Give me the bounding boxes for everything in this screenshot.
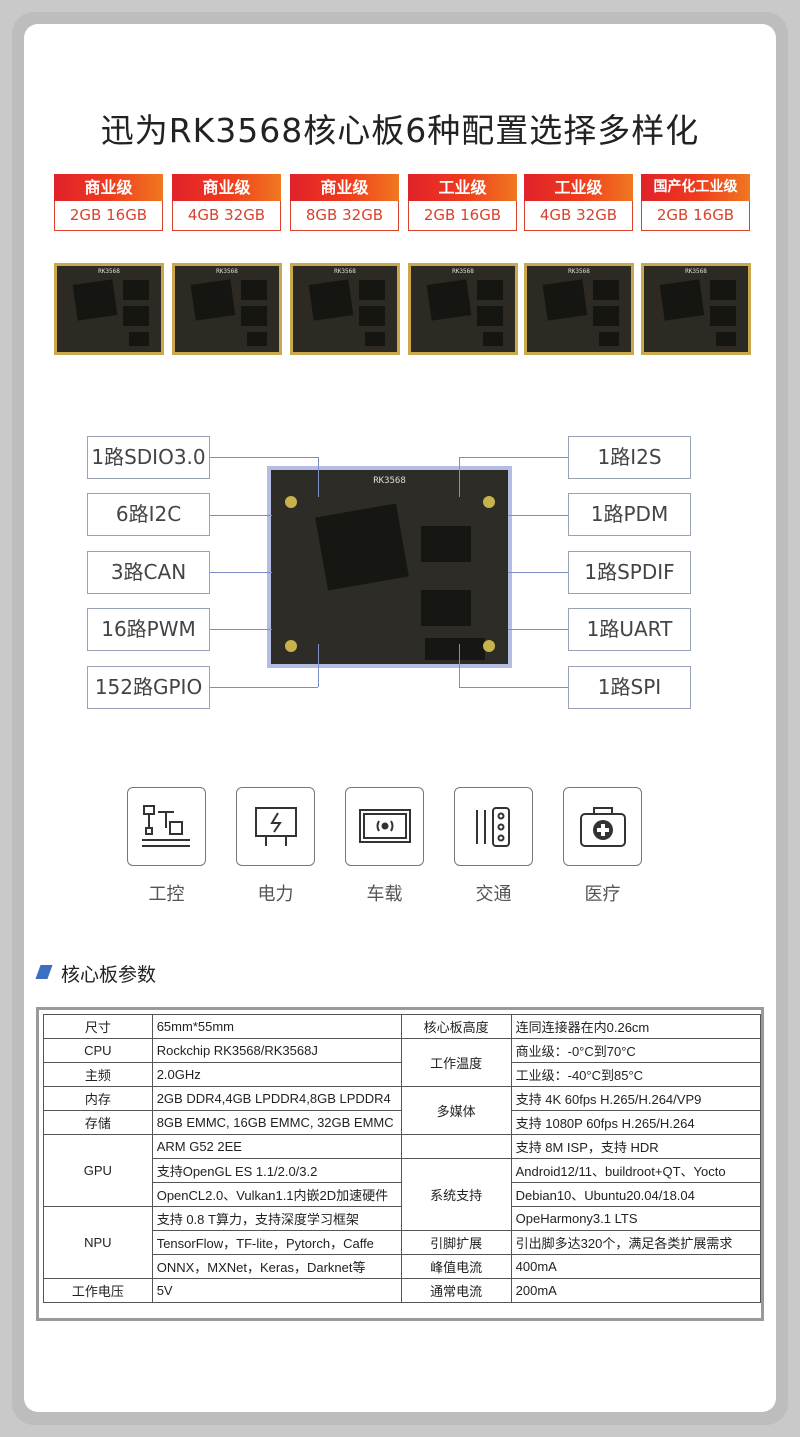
table-row: OpenCL2.0、Vulkan1.1内嵌2D加速硬件 Debian10、Ubu… <box>44 1182 762 1207</box>
table-row: 内存 2GB DDR4,4GB LPDDR4,8GB LPDDR4 多媒体 支持… <box>43 1086 762 1135</box>
table-row: GPU ARM G52 2EE 支持 8M ISP，支持 HDR <box>43 1134 762 1207</box>
section-title: 核心板参数 <box>61 964 157 986</box>
vehicle-label: 车载 <box>366 884 403 905</box>
connector-line <box>508 572 568 573</box>
table-row: 工作电压 5V 通常电流 200mA <box>43 1278 762 1303</box>
connector-line <box>508 629 568 630</box>
connector-line <box>459 644 460 687</box>
power-icon <box>236 787 315 866</box>
vehicle-icon <box>345 787 424 866</box>
medical-label: 医疗 <box>584 884 621 905</box>
feature-pdm: 1路PDM <box>568 493 691 536</box>
connector-line <box>459 457 460 497</box>
board-photo: RK3568 <box>172 263 282 355</box>
connector-line <box>459 687 568 688</box>
board-photo: RK3568 <box>290 263 400 355</box>
board-photo: RK3568 <box>524 263 634 355</box>
connector-line <box>318 644 319 687</box>
core-board-image: RK3568 <box>267 466 512 668</box>
feature-i2c: 6路I2C <box>87 493 210 536</box>
feature-i2s: 1路I2S <box>568 436 691 479</box>
industrial-control-icon <box>127 787 206 866</box>
spec-table: 尺寸 65mm*55mm 核心板高度 连同连接器在内0.26cm CPU Roc… <box>36 1007 764 1321</box>
traffic-icon <box>454 787 533 866</box>
table-row: CPU Rockchip RK3568/RK3568J 工作温度 商业级：-0°… <box>43 1038 762 1087</box>
table-row: 主频 2.0GHz 工业级：-40°C到85°C <box>43 1062 762 1087</box>
feature-pwm: 16路PWM <box>87 608 210 651</box>
board-photo: RK3568 <box>641 263 751 355</box>
page-title: 迅为RK3568核心板6种配置选择多样化 <box>100 111 700 150</box>
connector-line <box>459 457 568 458</box>
power-label: 电力 <box>257 884 294 905</box>
connector-line <box>210 515 272 516</box>
spec-table-grid: 尺寸 65mm*55mm 核心板高度 连同连接器在内0.26cm CPU Roc… <box>43 1014 762 1303</box>
feature-uart: 1路UART <box>568 608 691 651</box>
table-row: 存储 8GB EMMC, 16GB EMMC, 32GB EMMC 支持 108… <box>43 1110 762 1135</box>
connector-line <box>210 687 318 688</box>
table-row: TensorFlow，TF-lite，Pytorch，Caffe 引脚扩展 引出… <box>44 1230 762 1255</box>
connector-line <box>210 457 318 458</box>
feature-sdio: 1路SDIO3.0 <box>87 436 210 479</box>
feature-gpio: 152路GPIO <box>87 666 210 709</box>
connector-line <box>210 629 272 630</box>
board-photo: RK3568 <box>54 263 164 355</box>
medical-icon <box>563 787 642 866</box>
table-row: 尺寸 65mm*55mm 核心板高度 连同连接器在内0.26cm <box>43 1014 762 1039</box>
industrial-control-label: 工控 <box>148 884 185 905</box>
board-photo: RK3568 <box>408 263 518 355</box>
connector-line <box>318 457 319 497</box>
feature-spdif: 1路SPDIF <box>568 551 691 594</box>
section-marker-icon <box>35 965 53 979</box>
connector-line <box>508 515 568 516</box>
feature-can: 3路CAN <box>87 551 210 594</box>
table-row: NPU 支持 0.8 T算力，支持深度学习框架 OpeHarmony3.1 LT… <box>43 1206 762 1279</box>
connector-line <box>210 572 272 573</box>
traffic-label: 交通 <box>475 884 512 905</box>
feature-spi: 1路SPI <box>568 666 691 709</box>
table-row: 支持OpenGL ES 1.1/2.0/3.2 系统支持 Android12/1… <box>44 1158 762 1231</box>
